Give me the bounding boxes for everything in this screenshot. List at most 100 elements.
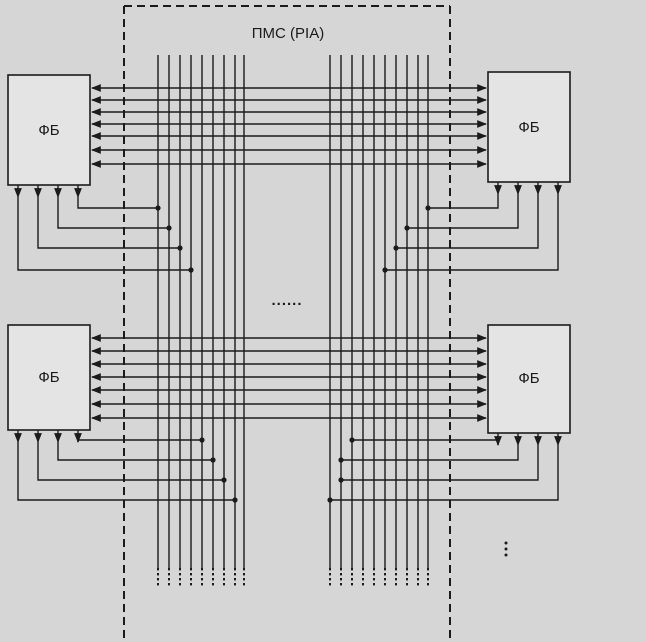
- connection-node: [425, 205, 431, 211]
- continuation-dot: [212, 573, 214, 576]
- continuation-dot: [157, 573, 159, 576]
- function-block-label: ФБ: [38, 369, 59, 386]
- continuation-dot: [223, 573, 225, 576]
- function-block-top-right: ФБ: [487, 71, 571, 183]
- continuation-dot: [340, 568, 342, 571]
- continuation-dot: [340, 578, 342, 581]
- feedback-line: [57, 197, 169, 229]
- connection-node: [393, 245, 399, 251]
- continuation-dot: [212, 578, 214, 581]
- connection-node: [338, 477, 344, 483]
- continuation-dot: [384, 568, 386, 571]
- continuation-dot: [395, 583, 397, 586]
- continuation-dot: [168, 578, 170, 581]
- connection-node: [382, 267, 388, 273]
- continuation-dot: [157, 583, 159, 586]
- feedback-line: [341, 445, 519, 461]
- continuation-dot: [243, 583, 245, 586]
- continuation-dot: [168, 583, 170, 586]
- feedback-line: [17, 442, 235, 501]
- feedback-line: [407, 194, 519, 229]
- continuation-dot: [373, 583, 375, 586]
- continuation-dot: [201, 573, 203, 576]
- vertical-ellipsis-dot: [504, 541, 508, 545]
- function-block-bottom-left: ФБ: [7, 324, 91, 431]
- feedback-line: [385, 194, 559, 271]
- connection-node: [177, 245, 183, 251]
- continuation-dot: [223, 568, 225, 571]
- feedback-line: [352, 439, 499, 445]
- feedback-line: [341, 445, 539, 481]
- continuation-dot: [201, 583, 203, 586]
- continuation-dot: [395, 568, 397, 571]
- continuation-dot: [384, 573, 386, 576]
- continuation-dot: [223, 583, 225, 586]
- function-block-label: ФБ: [518, 119, 539, 136]
- connection-node: [338, 457, 344, 463]
- continuation-dot: [373, 573, 375, 576]
- continuation-dot: [362, 578, 364, 581]
- continuation-dot: [168, 573, 170, 576]
- continuation-dot: [179, 583, 181, 586]
- continuation-dot: [157, 568, 159, 571]
- continuation-dot: [351, 583, 353, 586]
- pia-frame: [123, 5, 451, 642]
- continuation-dot: [427, 573, 429, 576]
- continuation-dot: [243, 568, 245, 571]
- continuation-dot: [373, 578, 375, 581]
- connection-node: [188, 267, 194, 273]
- continuation-dot: [234, 573, 236, 576]
- continuation-dot: [329, 578, 331, 581]
- continuation-dot: [340, 583, 342, 586]
- continuation-dot: [234, 578, 236, 581]
- continuation-dot: [190, 573, 192, 576]
- function-block-label: ФБ: [518, 370, 539, 387]
- continuation-dot: [427, 568, 429, 571]
- connection-node: [349, 437, 355, 443]
- feedback-line: [77, 197, 158, 209]
- feedback-line: [77, 439, 202, 442]
- continuation-dot: [243, 573, 245, 576]
- continuation-dot: [351, 573, 353, 576]
- continuation-dot: [201, 568, 203, 571]
- continuation-dot: [395, 578, 397, 581]
- continuation-dot: [351, 578, 353, 581]
- continuation-dot: [395, 573, 397, 576]
- connection-node: [166, 225, 172, 231]
- feedback-line: [37, 197, 180, 249]
- continuation-dot: [373, 568, 375, 571]
- continuation-dot: [223, 578, 225, 581]
- function-block-label: ФБ: [38, 122, 59, 139]
- continuation-dot: [362, 573, 364, 576]
- feedback-line: [428, 194, 499, 209]
- connection-node: [404, 225, 410, 231]
- connection-node: [221, 477, 227, 483]
- pia-label: ПМС (PIA): [252, 25, 324, 42]
- continuation-dot: [157, 578, 159, 581]
- feedback-line: [37, 442, 224, 481]
- continuation-dot: [384, 578, 386, 581]
- continuation-dot: [362, 568, 364, 571]
- continuation-dot: [243, 578, 245, 581]
- continuation-dot: [351, 568, 353, 571]
- continuation-dot: [406, 578, 408, 581]
- continuation-dot: [190, 583, 192, 586]
- continuation-dot: [212, 583, 214, 586]
- continuation-dot: [179, 578, 181, 581]
- feedback-line: [396, 194, 539, 249]
- connection-node: [199, 437, 205, 443]
- continuation-dots: [157, 541, 508, 586]
- continuation-dot: [234, 583, 236, 586]
- continuation-dot: [362, 583, 364, 586]
- vertical-ellipsis-dot: [504, 547, 508, 551]
- continuation-dot: [417, 583, 419, 586]
- feedback-line: [330, 445, 559, 501]
- continuation-dot: [329, 568, 331, 571]
- continuation-dot: [179, 573, 181, 576]
- continuation-dot: [427, 583, 429, 586]
- feedback-line: [57, 442, 213, 461]
- continuation-dot: [168, 568, 170, 571]
- continuation-dot: [406, 568, 408, 571]
- continuation-dot: [417, 568, 419, 571]
